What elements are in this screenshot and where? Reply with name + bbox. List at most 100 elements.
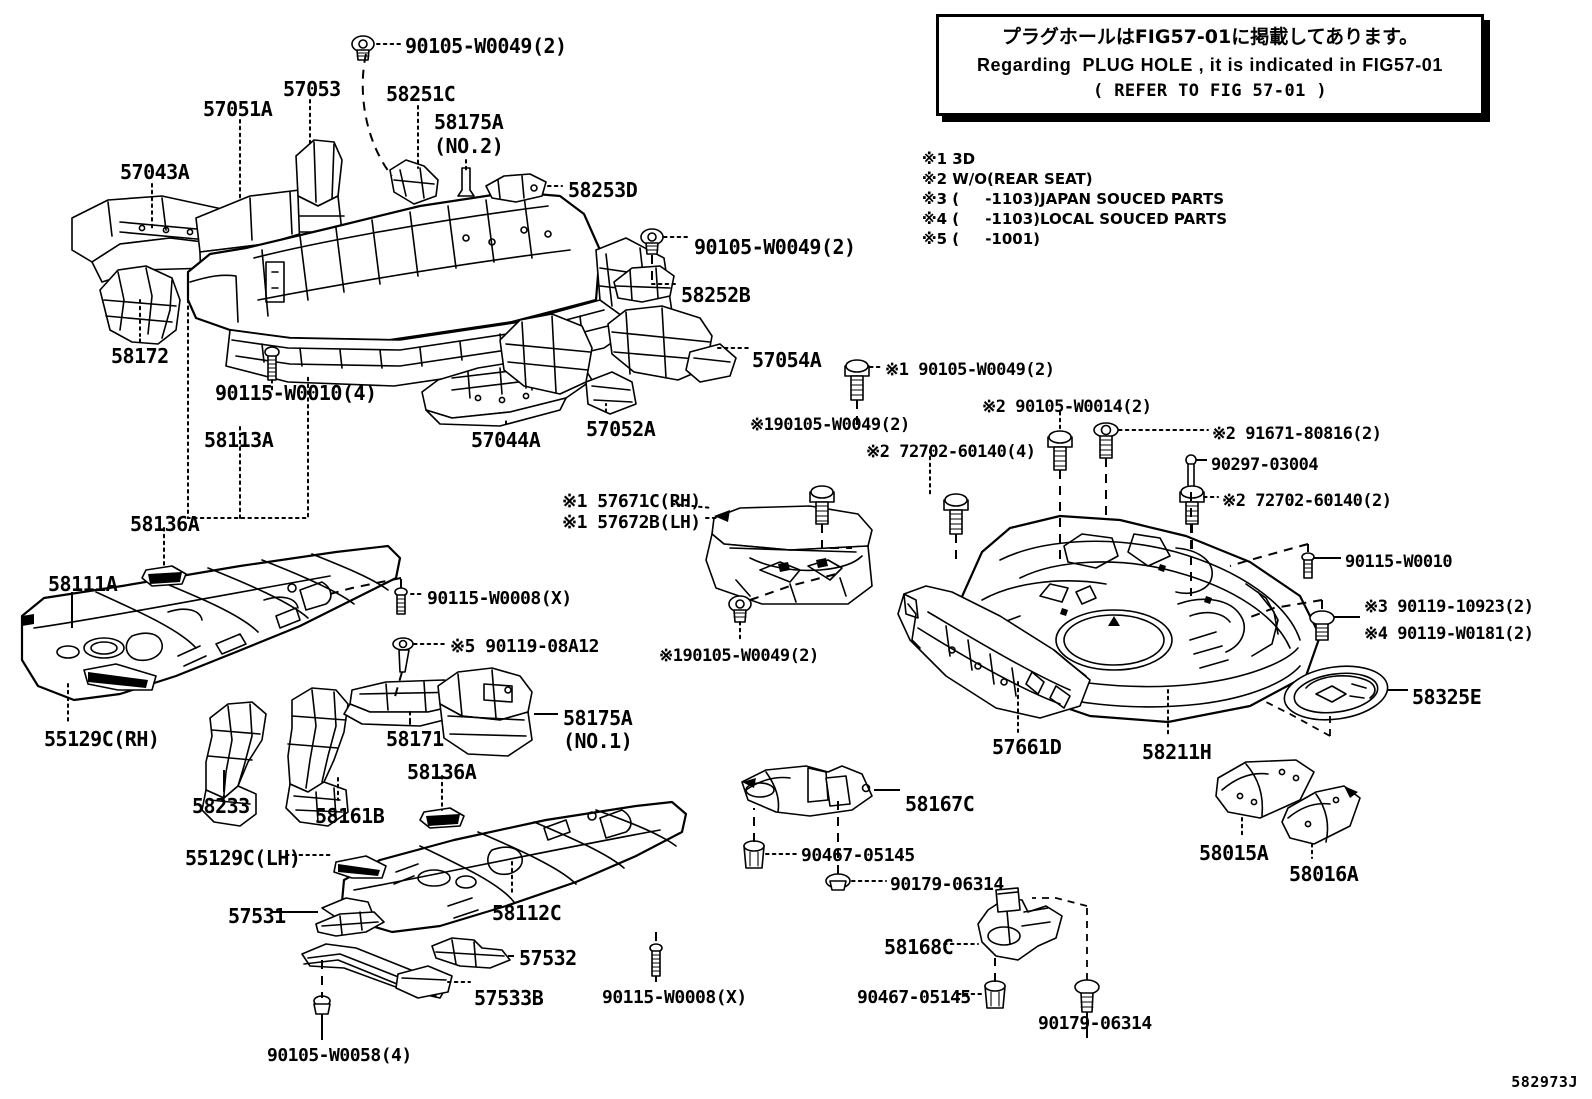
- fastener-90179-06314-lower: [1075, 980, 1099, 1012]
- part-label-5-90119-08a12: ※5 90119-08A12: [450, 636, 599, 657]
- part-label-58112c: 58112C: [492, 901, 562, 925]
- part-label-58015a: 58015A: [1199, 841, 1269, 865]
- legend-item-4: ※4 ( -1103)LOCAL SOUCED PARTS: [922, 209, 1228, 228]
- part-label-57054a: 57054A: [752, 348, 822, 372]
- part-label-58016a: 58016A: [1289, 862, 1359, 886]
- part-58111A: [22, 546, 400, 700]
- part-label-190105-w0049-2: ※190105-W0049(2): [659, 646, 819, 666]
- part-label-58167c: 58167C: [905, 792, 975, 816]
- part-label-58111a: 58111A: [48, 572, 118, 596]
- part-label-58325e: 58325E: [1412, 685, 1482, 709]
- fastener-90115-W0010-screw: [265, 347, 279, 380]
- plug-hole-note-box: プラグホールはFIG57-01に掲載してあります。 Regarding PLUG…: [936, 14, 1484, 117]
- part-label-90115-w0008-x: 90115-W0008(X): [427, 588, 572, 609]
- part-label-58136a: 58136A: [407, 760, 477, 784]
- part-57661D: [898, 586, 1090, 718]
- part-label-57532: 57532: [519, 946, 577, 970]
- part-57532: [432, 938, 510, 968]
- part-58172: [100, 266, 180, 344]
- fastener-90467-05145-lower: [985, 981, 1005, 1008]
- part-label-90467-05145: 90467-05145: [801, 845, 915, 866]
- part-label-58136a: 58136A: [130, 512, 200, 536]
- fastener-x5-90119-08A12: [393, 638, 413, 672]
- part-label-57043a: 57043A: [120, 160, 190, 184]
- part-58251C: [390, 160, 438, 204]
- part-label-58253d: 58253D: [568, 178, 638, 202]
- part-label-58252b: 58252B: [681, 283, 751, 307]
- part-58112C: [342, 802, 686, 932]
- part-label-58113a: 58113A: [204, 428, 274, 452]
- part-label-58171: 58171: [386, 727, 444, 751]
- legend-item-3: ※3 ( -1103)JAPAN SOUCED PARTS: [922, 189, 1225, 208]
- part-58015A: [1216, 760, 1314, 818]
- part-label-58161b: 58161B: [315, 804, 385, 828]
- part-label-58168c: 58168C: [884, 935, 954, 959]
- fastener-90105-W0049-mid: [641, 229, 663, 254]
- fastener-90105-W0049-top: [352, 36, 374, 60]
- fastener-90115-W0008-upper: [395, 588, 407, 614]
- part-label-55129c-lh: 55129C(LH): [185, 846, 301, 870]
- part-label-90115-w0010: 90115-W0010: [1345, 552, 1453, 572]
- fastener-x1-90105-W0049-a: [845, 360, 869, 400]
- part-label-2-72702-60140-2: ※2 72702-60140(2): [1222, 491, 1392, 511]
- part-label-58211h: 58211H: [1142, 740, 1212, 764]
- part-label-58251c: 58251C: [386, 82, 456, 106]
- part-58168C: [978, 888, 1062, 960]
- part-label-1-57671c-rh: ※1 57671C(RH): [562, 491, 701, 512]
- part-58175A-no1: [438, 668, 532, 756]
- part-label-90297-03004: 90297-03004: [1211, 455, 1319, 475]
- note-line-reference: ( REFER TO FIG 57-01 ): [1093, 80, 1327, 101]
- fastener-90115-W0010-right: [1302, 553, 1314, 578]
- part-58253D: [486, 174, 546, 202]
- part-label-90105-w0058-4: 90105-W0058(4): [267, 1045, 412, 1066]
- part-label-no-2: (NO.2): [434, 134, 504, 158]
- fastener-90179-06314-upper: [826, 874, 850, 890]
- leader-lines: [68, 44, 1408, 1040]
- part-label-58175a: 58175A: [563, 706, 633, 730]
- part-58161B: [286, 688, 348, 826]
- note-line-japanese: プラグホールはFIG57-01に掲載してあります。: [1001, 26, 1419, 48]
- part-label-57044a: 57044A: [471, 428, 541, 452]
- part-label-57531: 57531: [228, 904, 286, 928]
- legend-item-1: ※1 3D: [922, 150, 976, 168]
- part-label-57661d: 57661D: [992, 735, 1062, 759]
- part-57671C-57672B: [706, 506, 872, 604]
- part-label-no-1: (NO.1): [563, 729, 633, 753]
- legend-item-2: ※2 W/O(REAR SEAT): [922, 169, 1093, 188]
- part-58136A-bottom: [420, 808, 464, 828]
- fastener-x1-90105-W0049-b: [810, 486, 834, 524]
- fastener-x2-72702-60140-4: [944, 494, 968, 534]
- part-label-2-72702-60140-4: ※2 72702-60140(4): [866, 442, 1036, 462]
- part-55129C-RH: [84, 664, 156, 690]
- part-label-90179-06314: 90179-06314: [1038, 1013, 1152, 1034]
- part-label-58175a: 58175A: [434, 110, 504, 134]
- fastener-x2-91671-80816: [1094, 423, 1118, 458]
- part-58252B: [614, 266, 674, 302]
- fastener-x1-90105-W0049-c: [729, 596, 751, 622]
- part-label-3-90119-10923-2: ※3 90119-10923(2): [1364, 597, 1534, 617]
- part-57531: [316, 898, 384, 936]
- part-58016A: [1282, 786, 1360, 844]
- part-label-90105-w0049-2: 90105-W0049(2): [405, 34, 567, 58]
- part-label-58172: 58172: [111, 344, 169, 368]
- legend-item-5: ※5 ( -1001): [922, 229, 1041, 248]
- part-label-1-57672b-lh: ※1 57672B(LH): [562, 512, 701, 533]
- part-label-4-90119-w0181-2: ※4 90119-W0181(2): [1364, 624, 1534, 644]
- part-57054A: [608, 306, 736, 382]
- part-57533B: [302, 944, 452, 998]
- part-58233: [202, 702, 266, 826]
- part-label-55129c-rh: 55129C(RH): [44, 727, 160, 751]
- figure-id: 582973J: [1511, 1073, 1578, 1091]
- fastener-90467-05145-upper: [744, 841, 764, 868]
- part-label-90179-06314: 90179-06314: [890, 874, 1004, 895]
- part-label-90105-w0049-2: 90105-W0049(2): [694, 235, 856, 259]
- part-label-190105-w0049-2: ※190105-W0049(2): [750, 415, 910, 435]
- fastener-x2-72702-60140-2: [1180, 486, 1204, 524]
- part-label-2-90105-w0014-2: ※2 90105-W0014(2): [982, 397, 1152, 417]
- part-label-90115-w0008-x: 90115-W0008(X): [602, 987, 747, 1008]
- part-58325E: [1281, 660, 1391, 726]
- part-label-90467-05145: 90467-05145: [857, 987, 971, 1008]
- fastener-x3-x4-90119: [1310, 611, 1334, 640]
- part-55129C-LH: [334, 856, 386, 878]
